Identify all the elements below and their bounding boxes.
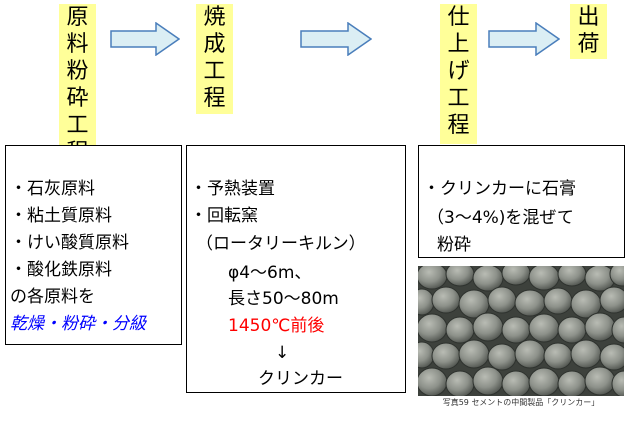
stage-raw-char: 砕 <box>66 86 89 111</box>
burn-line: （ロータリーキルン） <box>196 234 366 254</box>
stage-burn-char: 程 <box>203 86 226 111</box>
clinker-photo <box>418 266 624 396</box>
stage-finish-char: 程 <box>447 113 470 138</box>
stage-finish-char: 工 <box>447 86 470 111</box>
stage-finish-char: 仕 <box>447 5 470 30</box>
finish-line: （3～4%)を混ぜて <box>427 208 574 228</box>
stage-burn-char: 焼 <box>203 5 226 30</box>
burn-line: クリンカー <box>258 369 343 389</box>
stage-finish-char: 上 <box>447 32 470 57</box>
burn-line: 長さ50～80m <box>228 289 339 309</box>
stage-ship-char: 出 <box>577 5 600 30</box>
stage-raw-char: 工 <box>66 113 89 138</box>
raw-line: ・けい酸質原料 <box>10 233 129 253</box>
stage-raw-char: 原 <box>66 5 89 30</box>
raw-line: ・酸化鉄原料 <box>10 260 112 280</box>
stage-burn-char: 成 <box>203 32 226 57</box>
arrow-right-icon <box>300 22 372 56</box>
stage-ship-label: 出 荷 <box>570 4 607 59</box>
finish-line: ・クリンカーに石膏 <box>423 179 576 199</box>
burn-line: ・予熱装置 <box>190 179 275 199</box>
raw-line: ・粘土質原料 <box>10 206 112 226</box>
burn-line: ・回転窯 <box>190 206 258 226</box>
finish-line: 粉砕 <box>437 235 471 255</box>
stage-raw-char: 粉 <box>66 59 89 84</box>
burn-process-box <box>186 145 406 393</box>
burn-temperature: 1450℃前後 <box>228 316 325 336</box>
stage-finish-label: 仕 上 げ 工 程 <box>440 4 477 144</box>
finish-process-box <box>418 145 625 258</box>
raw-line: ・石灰原料 <box>10 179 95 199</box>
stage-raw-char: 料 <box>66 32 89 57</box>
raw-material-box <box>5 145 182 345</box>
stage-finish-char: げ <box>447 59 470 84</box>
arrow-right-icon <box>488 22 560 56</box>
stage-burn-char: 工 <box>203 59 226 84</box>
raw-line: の各原料を <box>10 287 95 307</box>
photo-caption: 写真59 セメントの中間製品「クリンカー」 <box>442 398 600 407</box>
raw-process-highlight: 乾燥・粉砕・分級 <box>10 314 146 334</box>
arrow-right-icon <box>110 22 180 56</box>
down-arrow-icon: ↓ <box>275 343 290 363</box>
clinker-image <box>418 266 624 396</box>
stage-burn-label: 焼 成 工 程 <box>196 4 233 114</box>
burn-line: φ4～6m、 <box>228 263 312 283</box>
stage-ship-char: 荷 <box>577 32 600 57</box>
